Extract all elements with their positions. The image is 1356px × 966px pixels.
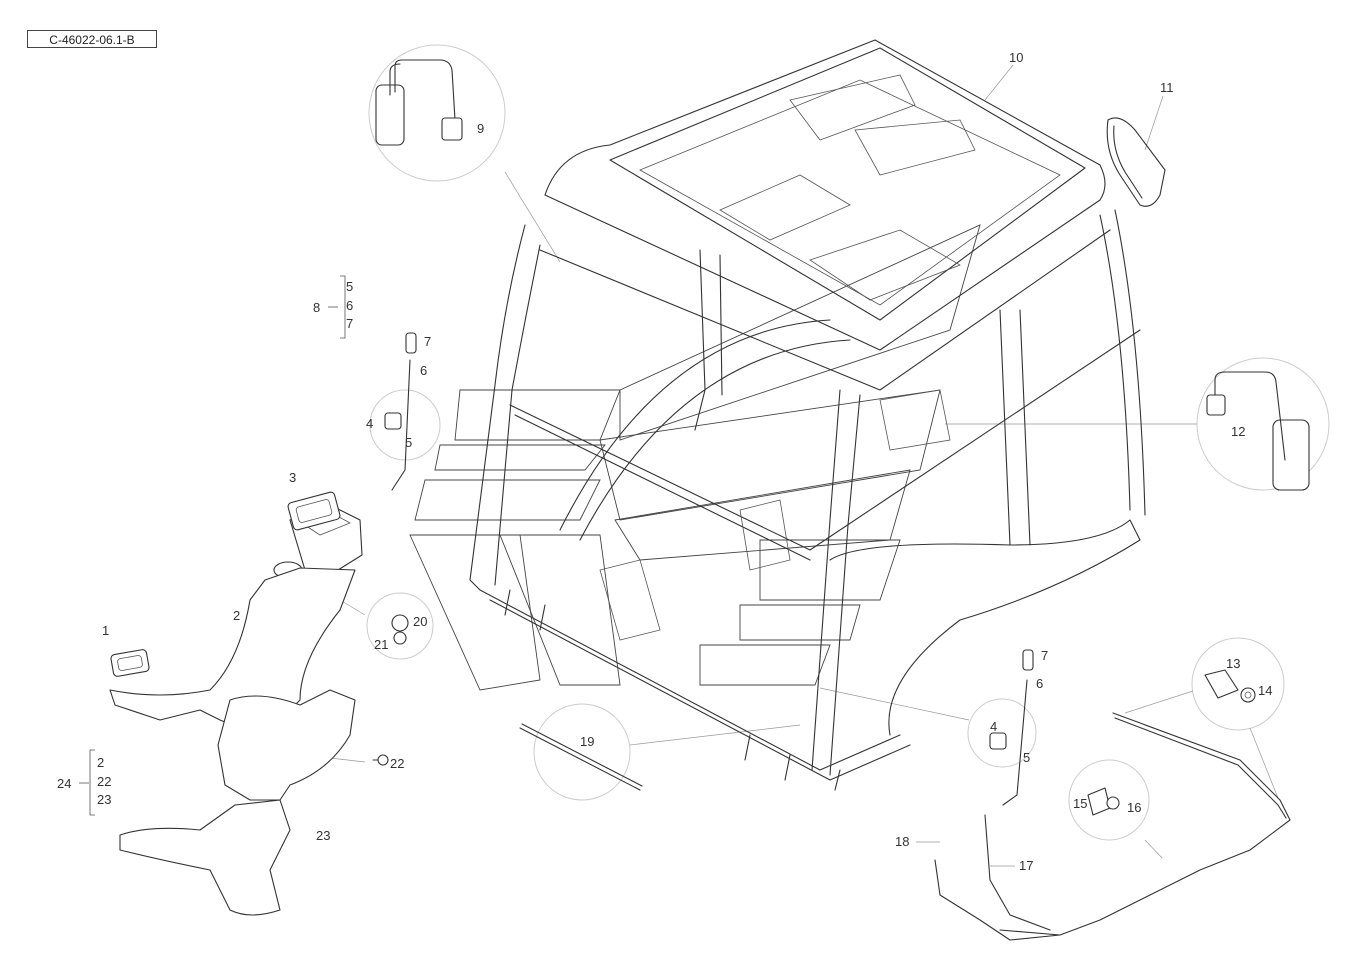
callout-5b: 5 bbox=[1023, 750, 1030, 765]
callout-22: 22 bbox=[390, 756, 404, 771]
callout-20: 20 bbox=[413, 614, 427, 629]
kit-24-item-2: 2 bbox=[97, 755, 104, 770]
callout-3: 3 bbox=[289, 470, 296, 485]
small-parts bbox=[372, 332, 1291, 941]
mirror-left-9 bbox=[375, 59, 463, 146]
kit-8-item-7: 7 bbox=[346, 316, 353, 331]
kit-8-item-5: 5 bbox=[346, 279, 353, 294]
kit-brackets bbox=[79, 275, 346, 816]
callout-23: 23 bbox=[316, 828, 330, 843]
callout-5a: 5 bbox=[405, 435, 412, 450]
callout-6a: 6 bbox=[420, 363, 427, 378]
cab-frame bbox=[469, 39, 1146, 791]
callout-12: 12 bbox=[1231, 424, 1245, 439]
callout-21: 21 bbox=[374, 637, 388, 652]
callout-16: 16 bbox=[1127, 800, 1141, 815]
callout-17: 17 bbox=[1019, 858, 1033, 873]
mirror-right-12 bbox=[1206, 371, 1310, 491]
callout-10: 10 bbox=[1009, 50, 1023, 65]
callout-4b: 4 bbox=[990, 719, 997, 734]
callout-9: 9 bbox=[477, 121, 484, 136]
callout-18: 18 bbox=[895, 834, 909, 849]
callout-15: 15 bbox=[1073, 796, 1087, 811]
kit-24-item-22: 22 bbox=[97, 774, 111, 789]
kit-8-item-6: 6 bbox=[346, 298, 353, 313]
callout-labels: 1 2 3 4 4 5 5 6 6 7 7 9 10 11 12 13 14 1… bbox=[57, 50, 1272, 873]
callout-6b: 6 bbox=[1036, 676, 1043, 691]
callout-14: 14 bbox=[1258, 683, 1272, 698]
callout-13: 13 bbox=[1226, 656, 1240, 671]
callout-4a: 4 bbox=[366, 416, 373, 431]
watermark-shapes bbox=[409, 224, 981, 691]
drawing-reference: C-46022-06.1-B bbox=[27, 30, 157, 48]
kit-24-label: 24 bbox=[57, 776, 71, 791]
callout-1: 1 bbox=[102, 623, 109, 638]
callout-11: 11 bbox=[1160, 80, 1174, 95]
callout-7a: 7 bbox=[424, 334, 431, 349]
detail-circles bbox=[366, 44, 1330, 841]
kit-8-label: 8 bbox=[313, 300, 320, 315]
callout-19: 19 bbox=[580, 734, 594, 749]
grab-handle-11 bbox=[1106, 117, 1166, 207]
callout-2: 2 bbox=[233, 608, 240, 623]
leader-lines bbox=[289, 64, 1279, 867]
kit-24-item-23: 23 bbox=[97, 792, 111, 807]
air-duct-parts bbox=[109, 491, 363, 916]
callout-7b: 7 bbox=[1041, 648, 1048, 663]
